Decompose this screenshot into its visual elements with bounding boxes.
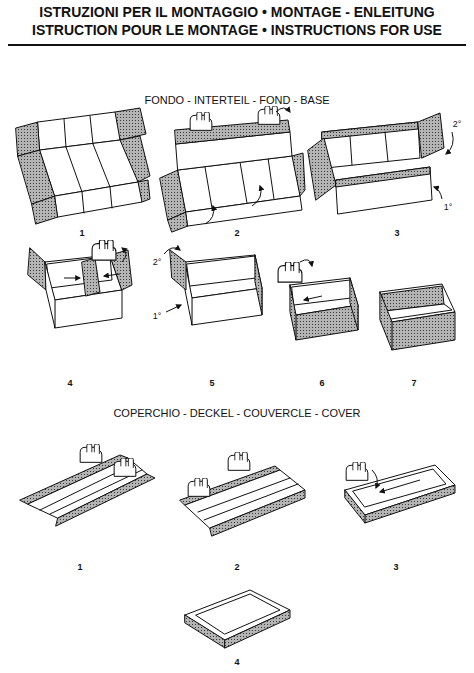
base-step-1-figure [64, 116, 112, 213]
base-step-5-figure [164, 248, 262, 325]
cover-step-3-figure [365, 485, 455, 523]
page-title: ISTRUZIONI PER IL MONTAGGIO • MONTAGE - … [5, 3, 469, 39]
base-step-5-figure [164, 248, 180, 254]
base-step-5-figure [170, 250, 186, 290]
base-step-2-figure [160, 106, 305, 232]
cover-step-1-figure [114, 458, 136, 476]
base-step-4-figure [82, 258, 100, 296]
base-step-6-figure [278, 262, 302, 282]
base-step-3-figure [336, 167, 430, 187]
base-step-6-figure [296, 305, 358, 340]
base-step-1-figure [16, 108, 150, 224]
base-step-4-figure [92, 240, 116, 260]
cover-step-2-figure [188, 478, 210, 496]
cover-step-2-figure [210, 490, 305, 536]
cover-step-2-figure [198, 478, 298, 520]
title-rule [8, 45, 466, 46]
order-mark: 1° [153, 311, 162, 321]
step-number: 1 [79, 228, 84, 238]
base-step-4-figure [47, 256, 112, 288]
cover-step-1-figure [56, 474, 155, 526]
base-step-2-figure [168, 212, 188, 232]
base-step-4-figure [28, 240, 132, 328]
step-number: 6 [319, 378, 324, 388]
cover-step-1-figure [80, 444, 102, 462]
base-step-1-figure [32, 196, 58, 224]
base-step-3-figure [350, 132, 388, 165]
base-step-5-figure [255, 255, 262, 315]
base-step-7-figure [380, 292, 392, 350]
base-step-6-figure [278, 260, 358, 340]
step-number: 1 [77, 562, 82, 572]
base-step-2-figure [190, 112, 212, 130]
cover-step-3-figure [345, 490, 365, 523]
cover-step-3-figure [346, 462, 368, 480]
base-step-2-figure [252, 186, 261, 206]
step-number: 7 [411, 378, 416, 388]
section-heading: FONDO - INTERTEIL - FOND - BASE [144, 94, 329, 107]
cover-step-3-figure [380, 480, 420, 492]
base-step-3-figure [308, 138, 336, 200]
step-number: 2 [234, 562, 239, 572]
base-step-3-figure [308, 113, 453, 214]
base-step-2-figure [276, 108, 290, 112]
base-step-3-figure [322, 122, 418, 139]
base-step-5-figure [192, 288, 262, 325]
base-step-2-figure [186, 196, 302, 226]
base-step-4-figure [122, 248, 126, 262]
base-step-3-figure [322, 122, 420, 168]
section-heading: COPERCHIO - DECKEL - COUVERCLE - COVER [113, 407, 360, 420]
base-step-4-figure [104, 274, 120, 276]
cover-step-3-figure [345, 462, 455, 523]
base-step-6-figure [290, 285, 296, 340]
title-rule [8, 44, 466, 46]
cover-step-3-figure [372, 470, 377, 488]
base-step-6-figure [300, 260, 312, 266]
order-mark: 1° [444, 202, 453, 212]
step-number: 2 [234, 228, 239, 238]
step-number: 3 [394, 228, 399, 238]
step-number: 5 [209, 378, 214, 388]
base-step-7-figure [380, 284, 455, 350]
base-step-6-figure [292, 280, 351, 305]
base-step-3-figure [336, 167, 432, 214]
cover-step-2-figure [228, 452, 250, 470]
base-step-6-figure [304, 296, 322, 300]
base-step-4-figure [28, 248, 46, 290]
order-mark: 2° [453, 119, 462, 129]
step-number: 3 [393, 562, 398, 572]
base-step-4-figure [45, 262, 55, 328]
base-step-2-figure [205, 206, 214, 224]
step-number: 4 [67, 378, 72, 388]
base-step-3-figure [446, 132, 453, 154]
base-step-3-figure [418, 113, 444, 158]
base-step-2-figure [258, 106, 280, 124]
cover-step-4-figure [225, 610, 290, 648]
cover-step-1-figure [20, 444, 155, 526]
order-mark: 2° [153, 257, 162, 267]
base-step-5-figure [187, 256, 256, 286]
base-step-7-figure [392, 312, 455, 350]
base-step-3-figure [434, 187, 442, 199]
base-step-5-figure [166, 305, 181, 312]
cover-step-4-figure [185, 590, 290, 648]
cover-step-2-figure [180, 452, 305, 536]
step-number: 4 [234, 657, 239, 667]
base-step-6-figure [350, 278, 358, 330]
base-step-4-figure [64, 278, 80, 279]
cover-step-4-figure [185, 615, 225, 648]
base-step-1-figure [55, 182, 142, 217]
